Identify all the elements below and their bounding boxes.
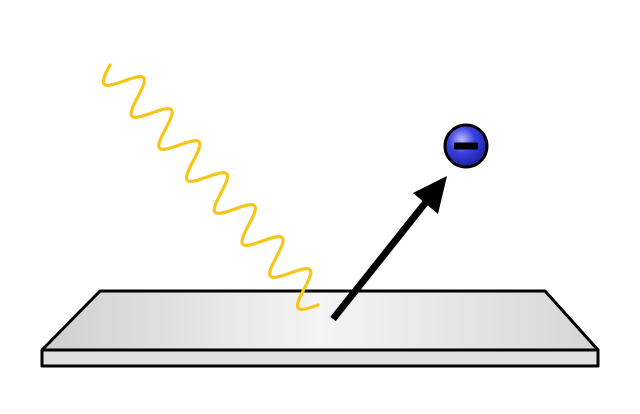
plate-top-face: [40, 289, 600, 352]
light-wave-icon: [101, 63, 320, 311]
electron-minus-sign: [454, 142, 478, 150]
plate-front-edge: [40, 348, 600, 368]
arrow-head: [413, 176, 447, 214]
arrow-icon: [330, 176, 447, 322]
metal-plate-icon: [40, 289, 600, 368]
electron-icon: [443, 123, 489, 169]
arrow-shaft: [330, 194, 433, 322]
